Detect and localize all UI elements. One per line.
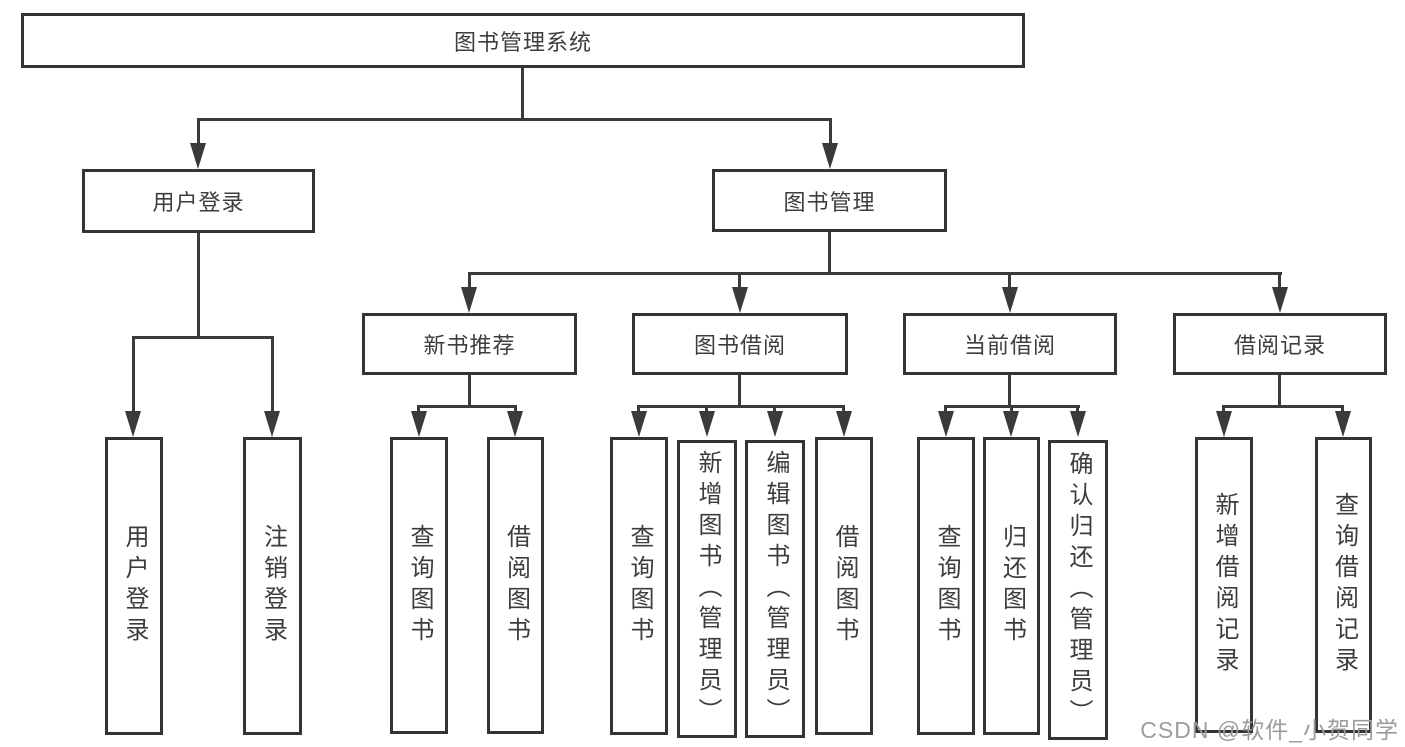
connector-vline — [1008, 375, 1011, 405]
leaf-edit-book-admin: 编辑图书（管理员） — [745, 440, 805, 738]
node-label: 借阅图书 — [502, 523, 530, 648]
connector-vline — [521, 68, 524, 118]
node-label: 新增图书（管理员） — [694, 449, 721, 729]
leaf-confirm-return-admin: 确认归还（管理员） — [1048, 440, 1108, 740]
node-label: 查询图书 — [933, 524, 960, 648]
leaf-add-book-admin: 新增图书（管理员） — [677, 440, 737, 738]
connector-hline — [132, 336, 274, 339]
arrow-down-icon — [190, 143, 206, 169]
leaf-add-borrow-record: 新增借阅记录 — [1195, 437, 1253, 733]
connector-vline — [773, 405, 776, 413]
node-label: 用户登录 — [121, 524, 148, 648]
arrow-down-icon — [732, 287, 748, 313]
arrow-down-icon — [822, 143, 838, 169]
node-label: 查询借阅记录 — [1330, 492, 1358, 678]
connector-hline — [197, 118, 832, 121]
csdn-watermark: CSDN @软件_小贺同学 — [1140, 717, 1399, 743]
connector-vline — [1278, 272, 1281, 289]
arrow-down-icon — [461, 287, 477, 313]
node-label: 归还图书 — [998, 524, 1026, 648]
arrow-down-icon — [1002, 287, 1018, 313]
connector-vline — [1010, 405, 1013, 413]
arrow-down-icon — [1272, 287, 1288, 313]
node-label: 借阅记录 — [1233, 333, 1326, 358]
arrow-down-icon — [1335, 411, 1351, 437]
leaf-borrow-book: 借阅图书 — [487, 437, 544, 734]
connector-vline — [738, 375, 741, 405]
node-book-management: 图书管理 — [712, 169, 947, 232]
connector-vline — [637, 405, 640, 413]
connector-hline — [468, 272, 1282, 275]
arrow-down-icon — [767, 411, 783, 437]
node-label: 当前借阅 — [963, 333, 1056, 358]
connector-vline — [828, 232, 831, 272]
connector-vline — [197, 118, 200, 145]
node-borrow-record: 借阅记录 — [1173, 313, 1387, 375]
arrow-down-icon — [938, 411, 954, 437]
connector-vline — [1278, 375, 1281, 405]
connector-vline — [132, 336, 135, 413]
connector-hline — [637, 405, 844, 408]
arrow-down-icon — [507, 411, 523, 437]
node-label: 编辑图书（管理员） — [762, 449, 789, 729]
node-label: 图书管理系统 — [453, 29, 592, 55]
connector-vline — [514, 405, 517, 413]
node-label: 注销登录 — [259, 524, 287, 648]
connector-vline — [944, 405, 947, 413]
connector-hline — [1222, 405, 1344, 408]
arrow-down-icon — [836, 411, 852, 437]
arrow-down-icon — [125, 411, 141, 437]
node-current-borrow: 当前借阅 — [903, 313, 1117, 375]
node-label: 新书推荐 — [423, 333, 516, 358]
node-book-borrow: 图书借阅 — [632, 313, 848, 375]
node-label: 用户登录 — [152, 190, 245, 215]
node-new-book-recommend: 新书推荐 — [362, 313, 577, 375]
arrow-down-icon — [411, 411, 427, 437]
leaf-query-book: 查询图书 — [917, 437, 975, 735]
connector-vline — [1076, 405, 1079, 413]
node-label: 图书借阅 — [693, 333, 786, 358]
node-label: 确认归还（管理员） — [1065, 450, 1092, 730]
node-label: 查询图书 — [626, 524, 653, 648]
node-user-login: 用户登录 — [82, 169, 315, 233]
connector-vline — [197, 233, 200, 336]
node-label: 查询图书 — [406, 523, 433, 648]
connector-vline — [842, 405, 845, 413]
arrow-down-icon — [1070, 411, 1086, 437]
connector-vline — [705, 405, 708, 413]
connector-vline — [1222, 405, 1225, 413]
leaf-query-book: 查询图书 — [390, 437, 448, 734]
connector-vline — [271, 336, 274, 413]
connector-vline — [417, 405, 420, 413]
connector-vline — [738, 272, 741, 289]
arrow-down-icon — [264, 411, 280, 437]
connector-vline — [468, 375, 471, 405]
leaf-query-borrow-record: 查询借阅记录 — [1315, 437, 1372, 733]
connector-vline — [829, 118, 832, 145]
node-label: 图书管理 — [783, 189, 876, 215]
connector-vline — [1341, 405, 1344, 413]
leaf-logout: 注销登录 — [243, 437, 302, 735]
leaf-borrow-book: 借阅图书 — [815, 437, 873, 735]
node-library-management-system: 图书管理系统 — [21, 13, 1025, 68]
arrow-down-icon — [699, 411, 715, 437]
connector-vline — [1008, 272, 1011, 289]
arrow-down-icon — [631, 411, 647, 437]
connector-vline — [468, 272, 471, 289]
leaf-query-book: 查询图书 — [610, 437, 668, 735]
connector-hline — [417, 405, 517, 408]
arrow-down-icon — [1003, 411, 1019, 437]
node-label: 借阅图书 — [831, 524, 858, 648]
arrow-down-icon — [1216, 411, 1232, 437]
leaf-user-login: 用户登录 — [105, 437, 163, 735]
node-label: 新增借阅记录 — [1211, 492, 1238, 678]
leaf-return-book: 归还图书 — [983, 437, 1040, 735]
